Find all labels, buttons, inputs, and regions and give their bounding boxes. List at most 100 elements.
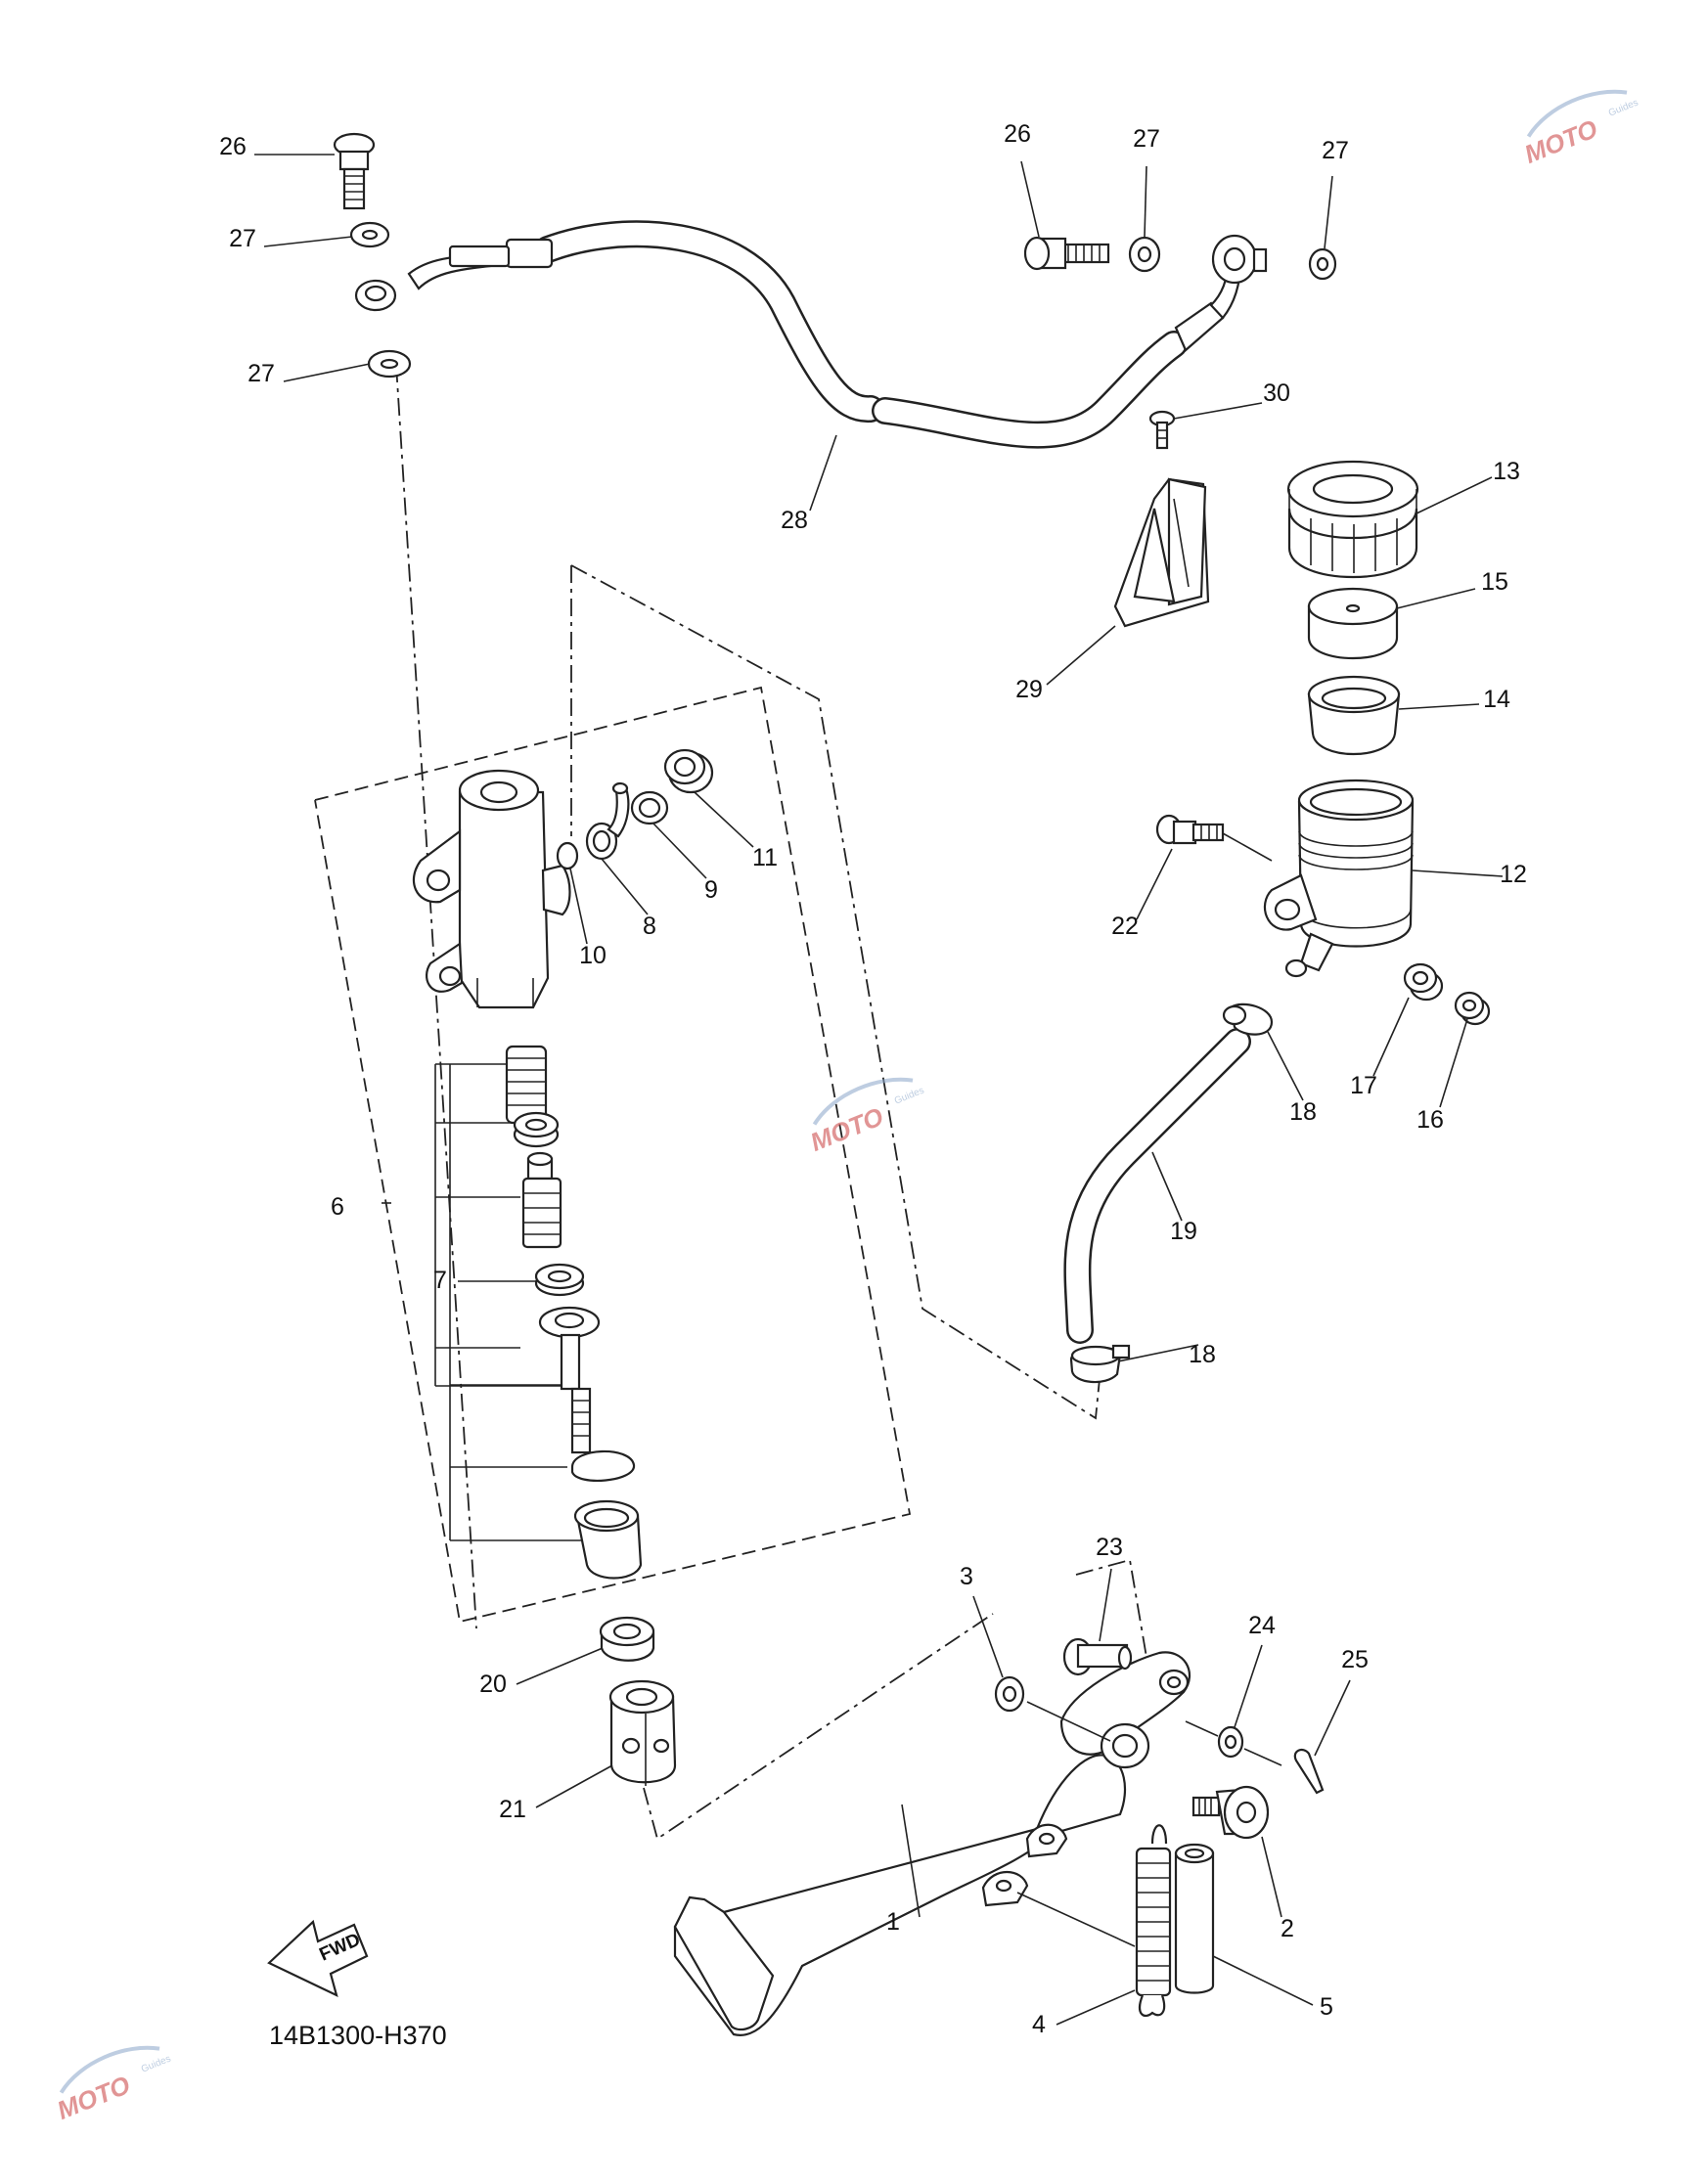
- watermark-2: MOTO Guides: [806, 1077, 926, 1157]
- watermark-text: MOTO: [806, 1101, 887, 1157]
- callout-17: 17: [1350, 1072, 1377, 1099]
- leader-line-26: [1020, 160, 1040, 238]
- washer-27-right-a: [1128, 236, 1161, 273]
- assembly-outline-6: [314, 686, 912, 1624]
- leader-line-27: [263, 236, 353, 247]
- screw-30: [1148, 410, 1176, 450]
- bolt-22: [1155, 814, 1273, 862]
- leader-line-17: [1372, 997, 1410, 1077]
- washer-27-top-left: [349, 221, 390, 248]
- callout-12: 12: [1500, 861, 1527, 888]
- callout-25: 25: [1341, 1646, 1369, 1673]
- watermark-subtext: Guides: [893, 1086, 926, 1107]
- callout-1: 1: [886, 1908, 900, 1936]
- cotter-pin-25: [1293, 1748, 1325, 1795]
- banjo-eye-left: [354, 279, 397, 312]
- leader-line-28: [809, 434, 837, 512]
- hose-clip-18-top: [1222, 1003, 1274, 1036]
- leader-line-25: [1314, 1679, 1351, 1757]
- diaphragm-plate-15: [1307, 587, 1399, 659]
- leader-line-18: [1267, 1031, 1304, 1101]
- reservoir-link-outline: [570, 564, 1101, 1420]
- leader-line-10: [569, 868, 588, 945]
- callout-27: 27: [247, 360, 275, 387]
- callout-15: 15: [1481, 568, 1508, 596]
- brake-hose: [407, 220, 1242, 449]
- leader-line-18: [1117, 1344, 1199, 1362]
- leader-line-23: [1099, 1568, 1112, 1642]
- watermark-swoosh: [59, 2045, 160, 2094]
- leader-lines: [254, 154, 1504, 2026]
- leader-line-14: [1398, 703, 1480, 710]
- leader-line-27: [1324, 175, 1333, 249]
- leader-line-3: [972, 1595, 1004, 1678]
- reservoir-cap-13: [1286, 460, 1419, 578]
- leader-line-20: [516, 1647, 604, 1685]
- callout-8: 8: [643, 913, 656, 940]
- leader-line-27: [283, 363, 371, 382]
- leader-line-9: [652, 823, 707, 879]
- clevis-21: [608, 1679, 677, 1786]
- banjo-bolt-26-right: [1023, 236, 1110, 271]
- piston: [521, 1151, 562, 1249]
- callout-18: 18: [1189, 1341, 1216, 1368]
- joint-16: [1454, 991, 1491, 1026]
- grommet-17: [1403, 962, 1444, 1002]
- callout-30: 30: [1263, 379, 1290, 407]
- circlip-9: [630, 790, 669, 825]
- callout-27: 27: [229, 225, 256, 252]
- cup-kit-7: [534, 1263, 585, 1297]
- callout-16: 16: [1416, 1106, 1444, 1134]
- washer-27-right-b: [1308, 247, 1337, 281]
- callout-19: 19: [1170, 1218, 1197, 1245]
- callout-11: 11: [752, 844, 778, 871]
- diagram-code: 14B1300-H370: [269, 2021, 447, 2050]
- reservoir-tank-12: [1263, 779, 1415, 978]
- oring-10: [556, 841, 579, 870]
- brake-pedal-1: [673, 1651, 1191, 2036]
- fwd-arrow-icon: FWD: [267, 1919, 369, 1998]
- callout-29: 29: [1015, 676, 1043, 703]
- push-rod: [538, 1306, 601, 1454]
- leader-line-30: [1173, 402, 1263, 420]
- callout-26: 26: [219, 133, 247, 160]
- leader-line-13: [1416, 476, 1493, 514]
- washer-3: [994, 1675, 1111, 1742]
- watermark-swoosh: [812, 1077, 914, 1126]
- washer-24: [1185, 1720, 1282, 1766]
- leader-line-27: [1144, 165, 1147, 238]
- pedal-link-outline: [395, 364, 1150, 1841]
- watermark-text: MOTO: [1520, 113, 1601, 169]
- spring: [505, 1045, 548, 1125]
- watermark-text: MOTO: [53, 2070, 134, 2125]
- leader-line-24: [1234, 1644, 1263, 1728]
- callout-27: 27: [1133, 125, 1160, 153]
- leader-line-11: [694, 791, 754, 848]
- hose-guide-29: [1113, 477, 1210, 628]
- spring-4: [1016, 1824, 1172, 2018]
- callout-21: 21: [499, 1796, 526, 1823]
- callout-24: 24: [1248, 1612, 1276, 1639]
- callout-13: 13: [1493, 458, 1520, 485]
- callout-22: 22: [1111, 913, 1139, 940]
- callout-23: 23: [1096, 1534, 1123, 1561]
- leader-line-12: [1412, 869, 1504, 877]
- bolt-2: [1191, 1785, 1270, 1840]
- leader-line-15: [1396, 588, 1476, 609]
- leader-line-29: [1046, 625, 1116, 686]
- leader-line-1: [901, 1804, 921, 1918]
- callout-26: 26: [1004, 120, 1031, 148]
- circlip: [570, 1449, 636, 1483]
- callout-9: 9: [704, 876, 718, 904]
- diaphragm-14: [1307, 675, 1401, 756]
- nut-20: [599, 1616, 655, 1662]
- washer-27-bottom-left: [367, 349, 412, 379]
- callout-20: 20: [479, 1671, 507, 1698]
- callout-4: 4: [1032, 2011, 1046, 2038]
- callout-10: 10: [579, 942, 607, 969]
- banjo-bolt-26-left: [333, 132, 376, 210]
- callout-28: 28: [781, 507, 808, 534]
